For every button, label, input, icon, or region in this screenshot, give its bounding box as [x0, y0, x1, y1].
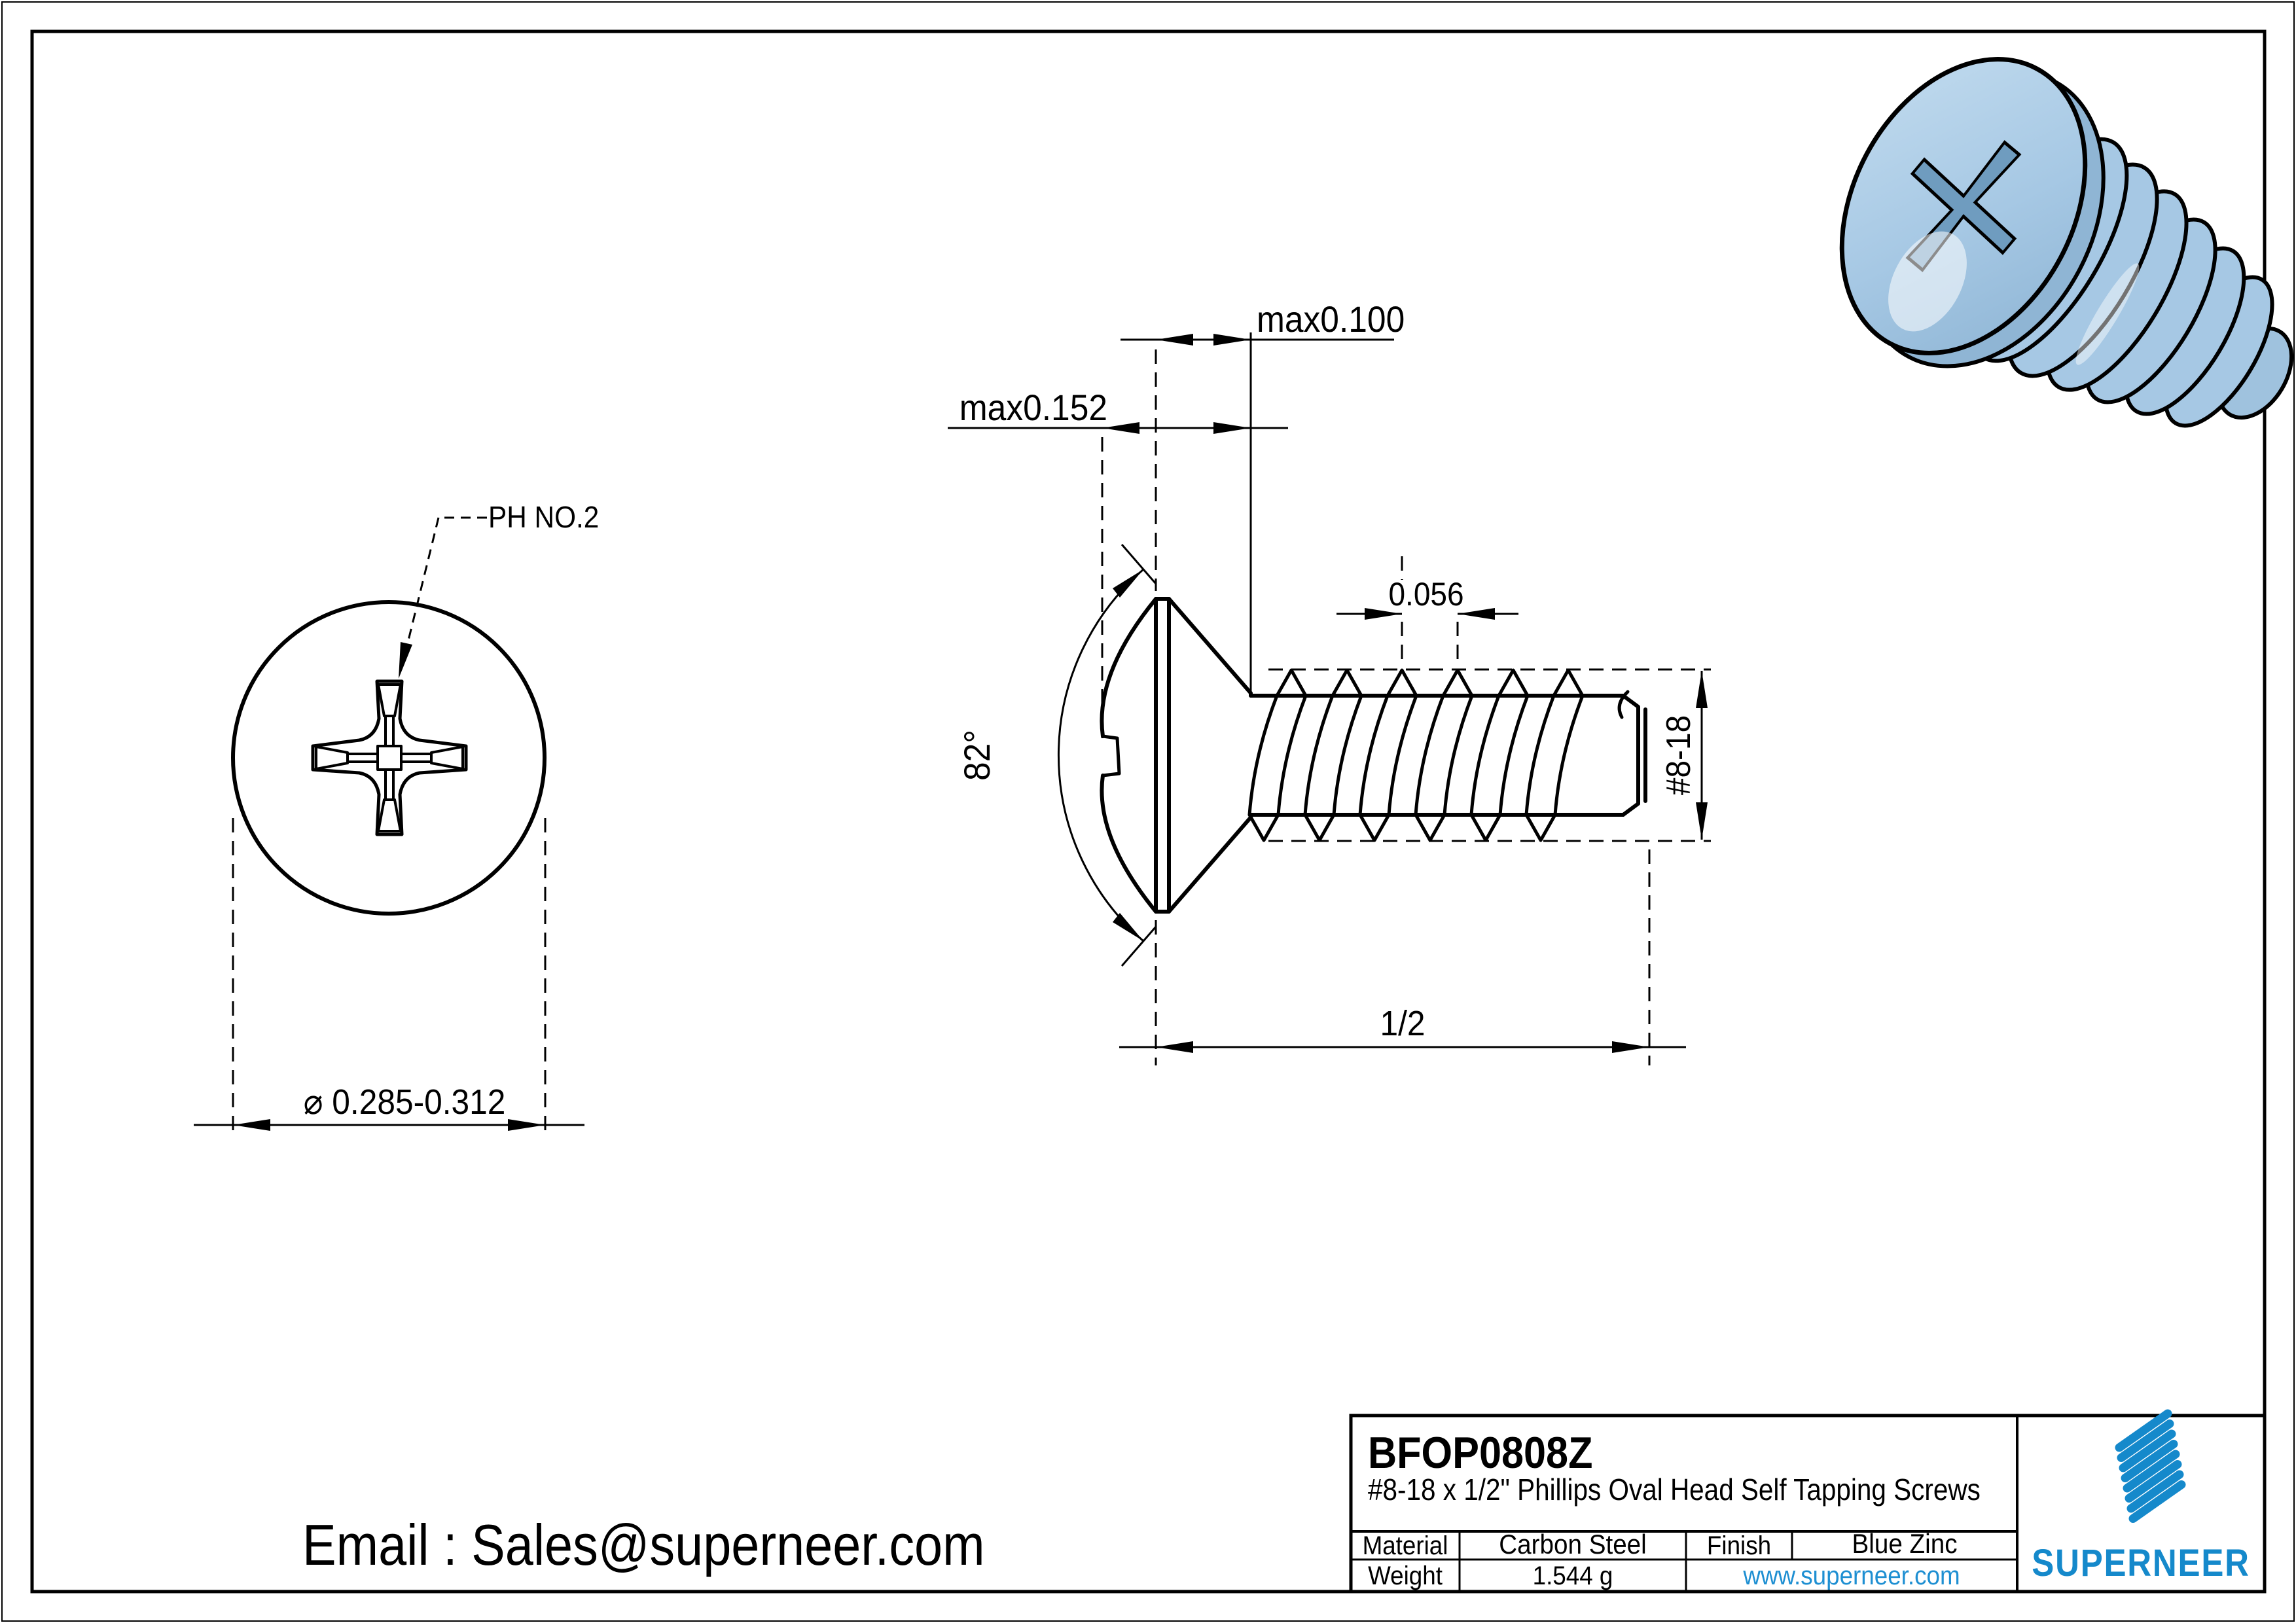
superneer-logo-mark	[2115, 1409, 2186, 1523]
dimension-screw-length: 1/2	[1119, 849, 1686, 1065]
head-diameter-value: ⌀ 0.285-0.312	[304, 1082, 506, 1121]
dimension-dome-height: max0.100	[1121, 299, 1405, 693]
shank-root-lines	[1249, 694, 1625, 817]
coil-highlight	[2075, 263, 2140, 365]
dimension-head-diameter: ⌀ 0.285-0.312	[194, 818, 584, 1133]
thread-runout	[1617, 690, 1630, 719]
dome-height-value: max0.100	[1257, 299, 1405, 340]
recess-label: PH NO.2	[488, 501, 599, 534]
finish-value: Blue Zinc	[1852, 1527, 1957, 1559]
dimension-thread-size: #8-18	[1268, 668, 1711, 842]
thread-size-value: #8-18	[1659, 715, 1697, 795]
dimension-countersink-angle: 82°	[957, 544, 1157, 967]
thread-crests-bottom	[1247, 813, 1557, 842]
phillips-cross-outline	[311, 679, 468, 836]
head-height-value: max0.152	[960, 387, 1107, 428]
brand-name: SUPERNEER	[2032, 1542, 2250, 1584]
head-dome-upper	[1100, 597, 1158, 738]
phillips-center-square	[376, 745, 403, 771]
dimension-head-height: max0.152	[948, 387, 1288, 738]
finish-label: Finish	[1707, 1531, 1771, 1561]
material-label: Material	[1363, 1531, 1448, 1561]
head-highlight	[1888, 231, 1967, 332]
screw-tip	[1621, 694, 1647, 817]
material-value: Carbon Steel	[1499, 1528, 1646, 1560]
top-view: PH NO.2 ⌀ 0.285-0.312	[194, 501, 599, 1133]
title-block: BFOP0808Z #8-18 x 1/2" Phillips Oval Hea…	[1349, 1409, 2267, 1594]
thread-crests-top	[1275, 668, 1585, 698]
weight-label: Weight	[1368, 1561, 1443, 1591]
head-cone-faces	[1167, 597, 1253, 914]
head-outline-circle	[231, 600, 547, 916]
email-text: Email : Sales@superneer.com	[302, 1512, 985, 1577]
screw-length-value: 1/2	[1380, 1003, 1425, 1043]
weight-value: 1.544 g	[1533, 1561, 1613, 1591]
phillips-cross-detail	[315, 683, 464, 832]
leader-arrowhead	[399, 642, 412, 679]
head-dome-lower	[1100, 774, 1158, 914]
head-recess-notch	[1101, 734, 1121, 777]
part-number: BFOP0808Z	[1368, 1427, 1592, 1478]
part-description: #8-18 x 1/2" Phillips Oval Head Self Tap…	[1368, 1474, 1981, 1507]
thread-flanks	[1247, 694, 1585, 817]
side-view: max0.100 max0.152 0.056 #8-18	[948, 299, 1711, 1065]
countersink-angle-value: 82°	[957, 730, 997, 781]
dimension-recess: PH NO.2	[399, 501, 599, 679]
website-link[interactable]: www.superneer.com	[1742, 1561, 1960, 1591]
dimension-thread-pitch: 0.056	[1336, 556, 1518, 665]
head-crown-face	[1154, 597, 1171, 914]
screw-render-3d	[1839, 57, 2294, 428]
thread-pitch-value: 0.056	[1388, 577, 1463, 613]
drawing-frame	[30, 29, 2267, 1594]
